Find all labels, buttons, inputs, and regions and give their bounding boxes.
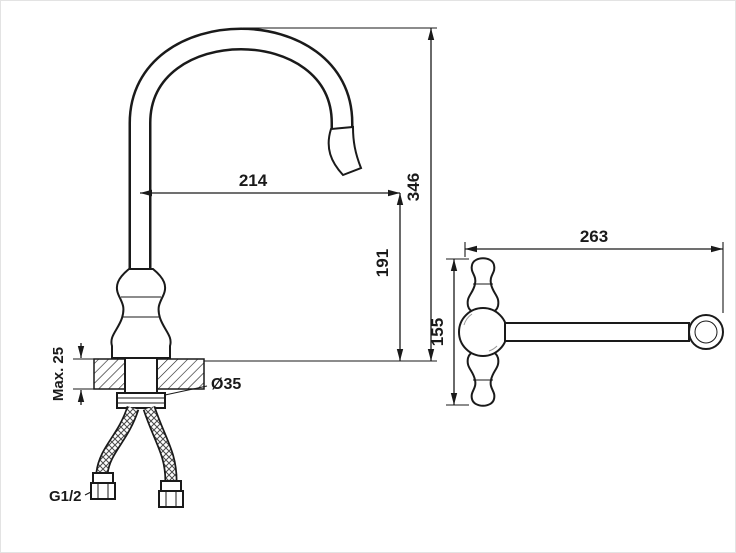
spout-end-ring-outer: [688, 314, 724, 350]
boss-shading: [463, 313, 473, 326]
side-view: [458, 257, 724, 407]
spout-tube-fill: [131, 30, 351, 313]
side-dimensions: 263 155: [428, 227, 724, 406]
dim-label-base-diameter: Ø35: [211, 376, 241, 393]
hose-right-braid: [144, 406, 176, 482]
faucet-handle-body: [110, 268, 172, 359]
side-valve-boss: [458, 307, 508, 357]
front-view: [90, 27, 363, 508]
hose-left-braid: [97, 406, 138, 474]
hose-right-ferrule: [160, 480, 182, 492]
hose-left-nut: [90, 482, 116, 500]
dim-label-total-height: 346: [404, 173, 423, 201]
dim-label-thread: G1/2: [49, 488, 82, 505]
spout-nozzle: [327, 125, 363, 177]
hose-right-nut: [158, 490, 184, 508]
dim-label-side-height: 155: [428, 318, 447, 346]
boss-shading: [488, 345, 498, 352]
spout-end-ring-inner: [694, 320, 718, 344]
front-dimensions: 214 191 346 Max. 25 Ø35 G1/2: [49, 27, 437, 505]
leader-line-diameter: [164, 385, 208, 396]
dim-label-max-thickness: Max. 25: [50, 347, 67, 401]
dim-label-side-length: 263: [580, 227, 608, 246]
mounting-shank: [124, 357, 158, 394]
dim-label-spout-reach: 214: [239, 171, 268, 190]
dim-label-outlet-height: 191: [373, 249, 392, 277]
side-spout-pipe: [504, 322, 690, 342]
leader-line-thread: [84, 491, 92, 496]
hose-left-ferrule: [92, 472, 114, 484]
lock-nut: [116, 392, 166, 409]
